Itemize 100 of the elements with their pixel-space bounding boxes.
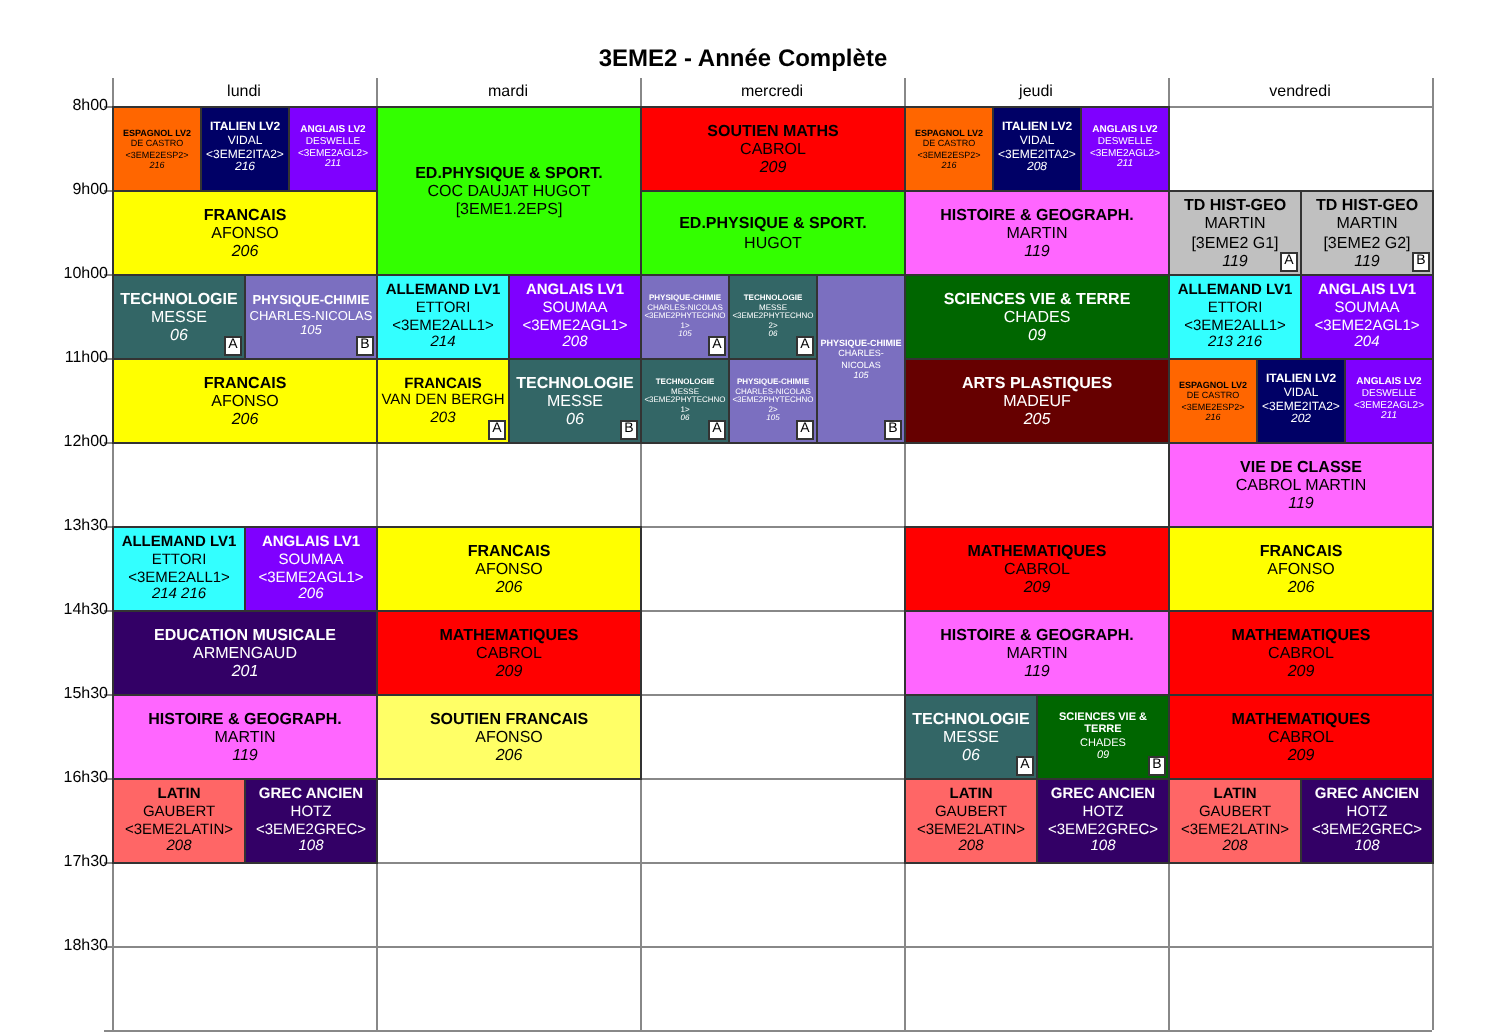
teacher-name: MARTIN [214,727,276,747]
room-number: 119 [1222,251,1248,270]
subject-name: EDUCATION MUSICALE [154,625,336,644]
course-block [1168,778,1302,864]
subject-name: SOUTIEN MATHS [707,121,839,140]
subject-name: TD HIST-GEO [1183,196,1287,215]
course-block [1256,358,1346,444]
room-number: 209 [759,158,787,177]
time-label: 8h00 [70,96,108,114]
room-number: 06 [962,746,980,765]
course-block [1168,442,1434,528]
course-block [112,526,246,612]
subject-name: SOUTIEN FRANCAIS [429,709,589,728]
teacher-name: AFONSO [475,559,543,579]
course-block [904,106,994,192]
time-label: 11h00 [62,348,108,366]
course-block [112,106,202,192]
teacher-name: MARTIN [1204,214,1266,233]
course-block [1168,274,1302,360]
course-block [904,190,1170,276]
time-label: 18h30 [61,936,108,954]
teacher-name: CABROL [1268,643,1334,663]
group-name: [3EME2 G2] [1323,233,1411,252]
teacher-name: CABROL [1004,559,1070,579]
time-label: 17h30 [61,852,108,870]
room-number: 209 [1287,746,1315,765]
course-block [640,274,730,360]
course-block [1344,358,1434,444]
course-block [112,610,378,696]
course-block [1300,274,1434,360]
course-block [640,358,730,444]
day-header: jeudi [1016,82,1055,100]
course-block [904,610,1170,696]
day-header: mardi [485,82,530,100]
subject-name: TECHNOLOGIE [912,709,1030,728]
teacher-name: MADEUF [1003,391,1071,411]
subject-name: FRANCAIS [203,205,287,224]
teacher-name: MARTIN [1006,223,1068,243]
course-block [904,526,1170,612]
time-label: 13h30 [61,516,108,534]
room-number: 119 [232,746,258,765]
course-block [728,274,818,360]
course-block [244,778,378,864]
teacher-name: CABROL [1268,727,1334,747]
time-label: 10h00 [61,264,108,282]
subject-name: ED.PHYSIQUE & SPORT. [679,214,867,233]
room-number: 119 [1354,251,1380,270]
subject-name: HISTOIRE & GEOGRAPH. [940,205,1134,224]
subject-name: HISTOIRE & GEOGRAPH. [148,709,342,728]
room-number: 09 [1028,326,1046,345]
room-number: 119 [1288,494,1314,513]
subject-name: SCIENCES VIE & TERRE [943,289,1131,308]
course-block [288,106,378,192]
room-number: 206 [495,746,523,765]
subject-name: ED.PHYSIQUE & SPORT. [415,163,603,182]
day-header: vendredi [1267,82,1333,100]
subject-name: TD HIST-GEO [1315,196,1419,215]
teacher-name: AFONSO [211,391,279,411]
teacher-name: ARMENGAUD [192,643,297,663]
course-block [1168,694,1434,780]
course-block [640,106,906,192]
subject-name: MATHEMATIQUES [439,625,579,644]
room-number: 209 [1023,578,1051,597]
room-number: 206 [231,410,259,429]
course-block [1300,778,1434,864]
course-block [816,274,906,444]
time-label: 9h00 [70,180,108,198]
course-block [376,694,642,780]
course-block [376,526,642,612]
subject-name: MATHEMATIQUES [967,541,1107,560]
room-number: 201 [231,662,259,681]
day-header: lundi [225,82,263,100]
course-block [904,358,1170,444]
subject-name: TECHNOLOGIE [516,373,634,392]
room-number: 209 [495,662,523,681]
room-number: 205 [1023,410,1051,429]
course-block [112,694,378,780]
room-number: 119 [1024,662,1050,681]
group-name: [3EME1.2EPS] [455,200,563,219]
course-block [728,358,818,444]
subject-name: FRANCAIS [203,373,287,392]
time-label: 15h30 [61,684,108,702]
subject-name: FRANCAIS [467,541,551,560]
course-block [112,778,246,864]
course-block [992,106,1082,192]
course-block [112,358,378,444]
time-label: 16h30 [61,768,108,786]
teacher-name: HUGOT [744,233,802,252]
subject-name: ARTS PLASTIQUES [961,373,1113,392]
teacher-name: MARTIN [1006,643,1068,663]
course-block [1080,106,1170,192]
group-name: [3EME2 G1] [1191,233,1279,252]
teacher-name: AFONSO [1267,559,1335,579]
page-title: 3EME2 - Année Complète [596,44,890,72]
day-header: mercredi [738,82,806,100]
room-number: 119 [1024,242,1050,261]
teacher-name: CABROL [476,643,542,663]
subject-name: FRANCAIS [1259,541,1343,560]
course-block [904,694,1038,780]
teacher-name: CABROL [740,139,806,159]
